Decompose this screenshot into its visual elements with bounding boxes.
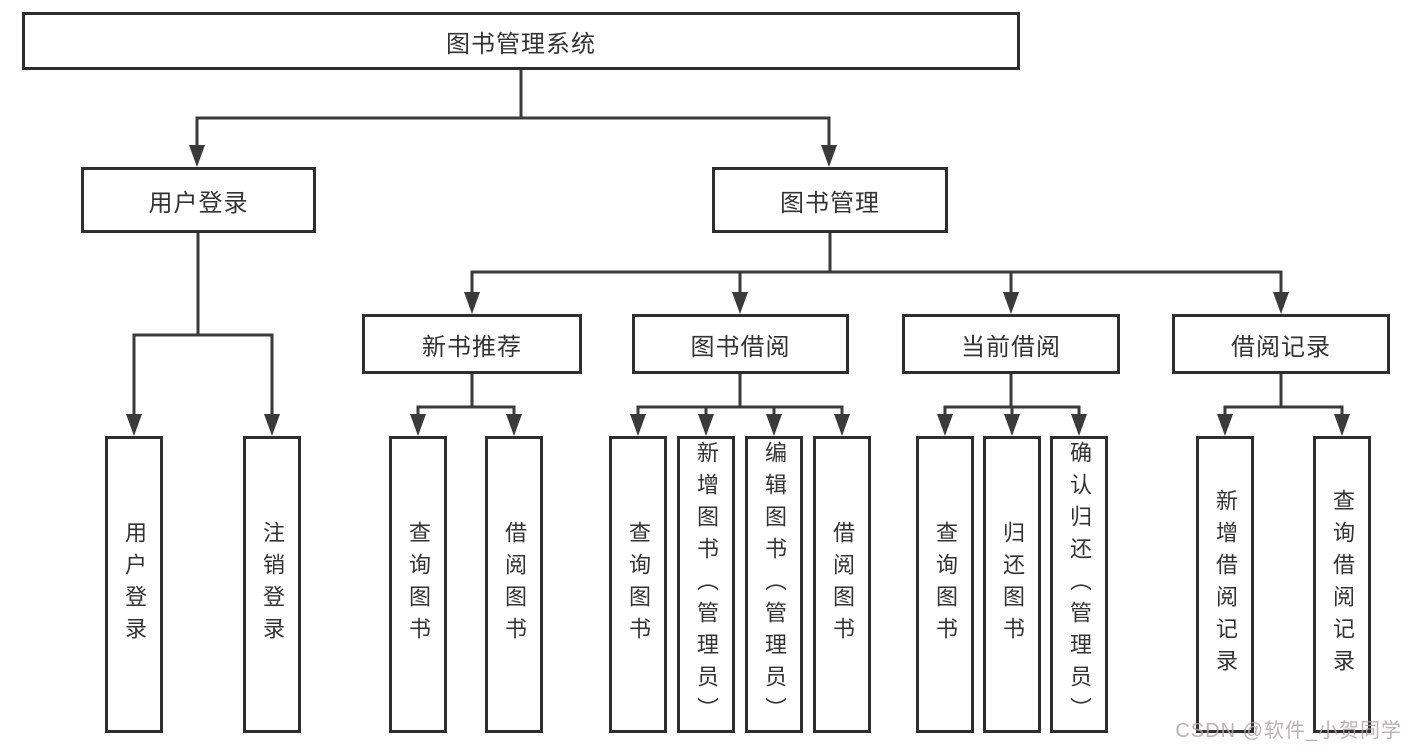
arrow-down-icon	[732, 292, 748, 314]
arrow-down-icon	[1003, 292, 1019, 314]
leaf-edit-book-admin-label: 编辑图书（管理员）	[762, 440, 787, 729]
arrow-down-icon	[506, 414, 522, 436]
arrow-down-icon	[821, 145, 837, 167]
arrow-down-icon	[1071, 414, 1087, 436]
arrow-down-icon	[834, 414, 850, 436]
arrow-down-icon	[1273, 292, 1289, 314]
arrow-down-icon	[766, 414, 782, 436]
leaf-user-login: 用户登录	[105, 436, 163, 733]
node-borrowing-records: 借阅记录	[1172, 314, 1390, 374]
node-current-borrowing: 当前借阅	[902, 314, 1120, 374]
node-new-book-recommendation: 新书推荐	[362, 314, 582, 374]
leaf-confirm-return-admin-label: 确认归还（管理员）	[1067, 440, 1092, 729]
leaf-borrow-books-borrowing-label: 借阅图书	[830, 520, 855, 649]
leaf-add-book-admin: 新增图书（管理员）	[677, 436, 735, 733]
csdn-watermark: CSDN @软件_小贺同学	[1175, 720, 1402, 742]
arrow-down-icon	[937, 414, 953, 436]
leaf-return-book: 归还图书	[983, 436, 1041, 733]
arrow-down-icon	[126, 414, 142, 436]
arrow-down-icon	[1217, 414, 1233, 436]
leaf-confirm-return-admin: 确认归还（管理员）	[1050, 436, 1108, 733]
arrow-down-icon	[410, 414, 426, 436]
leaf-add-borrow-record: 新增借阅记录	[1196, 436, 1254, 733]
leaf-add-book-admin-label: 新增图书（管理员）	[694, 440, 719, 729]
node-library-management-system: 图书管理系统	[22, 12, 1020, 70]
arrow-down-icon	[1334, 414, 1350, 436]
leaf-query-books-recommend-label: 查询图书	[406, 520, 431, 649]
leaf-query-books-recommend: 查询图书	[389, 436, 447, 733]
leaf-query-borrow-record-label: 查询借阅记录	[1330, 488, 1355, 681]
leaf-query-books-borrowing-label: 查询图书	[626, 520, 651, 649]
node-user-login: 用户登录	[81, 167, 316, 233]
leaf-query-books-current-label: 查询图书	[933, 520, 958, 649]
node-book-borrowing: 图书借阅	[632, 314, 849, 374]
node-book-management: 图书管理	[712, 167, 948, 233]
arrow-down-icon	[264, 414, 280, 436]
arrow-down-icon	[698, 414, 714, 436]
leaf-borrow-books-borrowing: 借阅图书	[813, 436, 871, 733]
leaf-return-book-label: 归还图书	[1000, 520, 1025, 649]
leaf-query-books-current: 查询图书	[916, 436, 974, 733]
leaf-borrow-books-recommend-label: 借阅图书	[502, 520, 527, 649]
arrowhead-icons	[126, 145, 1350, 436]
leaf-add-borrow-record-label: 新增借阅记录	[1213, 488, 1238, 681]
leaf-query-borrow-record: 查询借阅记录	[1313, 436, 1371, 733]
leaf-query-books-borrowing: 查询图书	[609, 436, 667, 733]
leaf-borrow-books-recommend: 借阅图书	[485, 436, 543, 733]
leaf-logout: 注销登录	[243, 436, 301, 733]
arrow-down-icon	[464, 292, 480, 314]
arrow-down-icon	[189, 145, 205, 167]
arrow-down-icon	[630, 414, 646, 436]
leaf-logout-label: 注销登录	[260, 520, 285, 649]
leaf-edit-book-admin: 编辑图书（管理员）	[745, 436, 803, 733]
arrow-down-icon	[1004, 414, 1020, 436]
leaf-user-login-label: 用户登录	[122, 520, 147, 649]
